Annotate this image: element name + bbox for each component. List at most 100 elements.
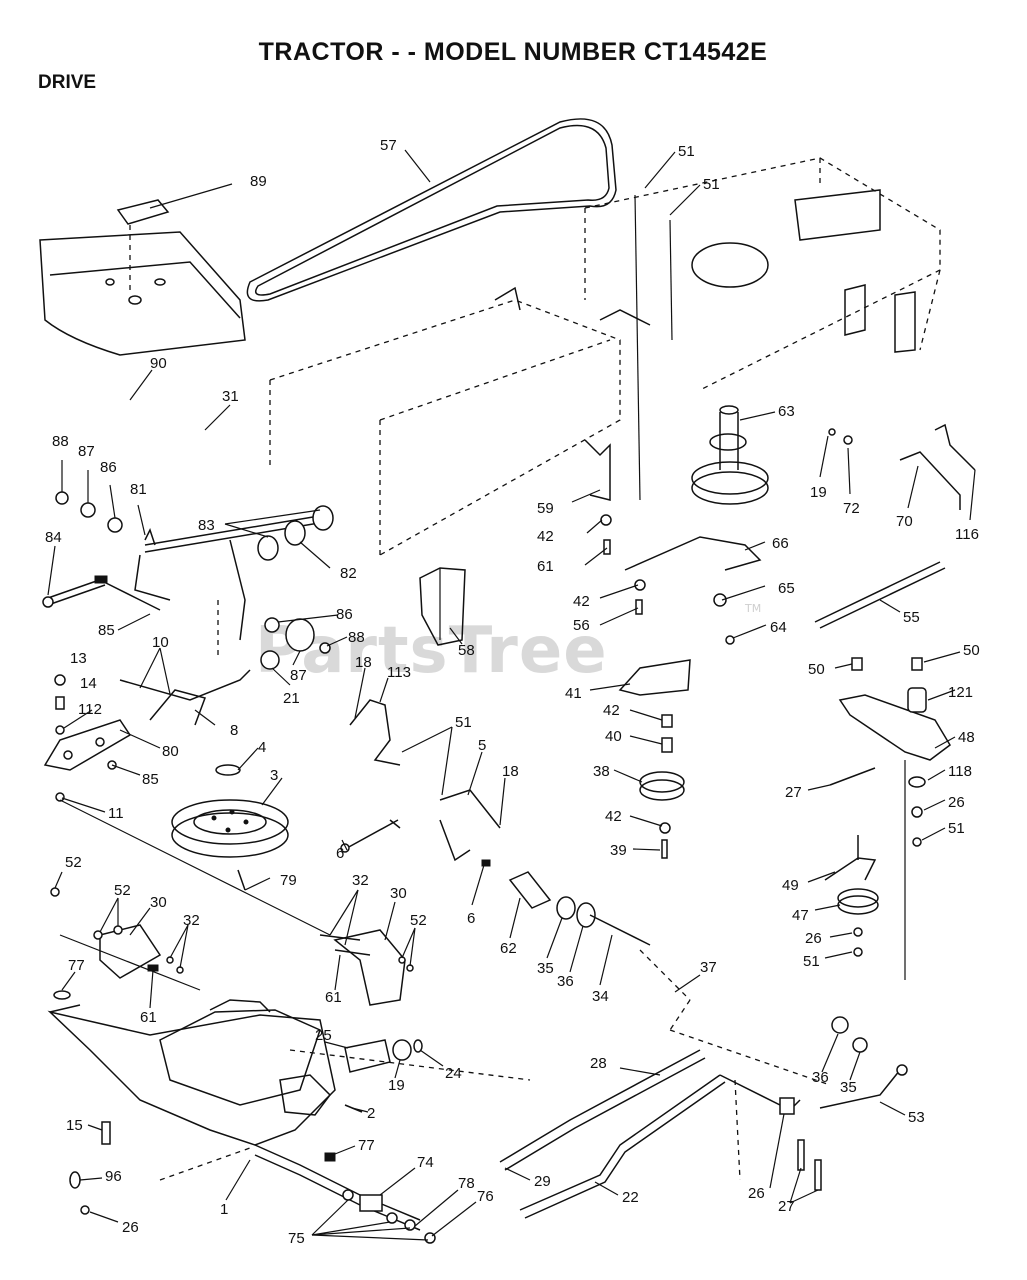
callout-51: 51 (948, 820, 965, 837)
watermark-text: PartsTree (255, 614, 608, 688)
callout-77: 77 (68, 957, 85, 974)
part-idler-arm (584, 439, 612, 555)
callout-83: 83 (198, 517, 215, 534)
callout-35: 35 (537, 960, 554, 977)
leader-lines (47, 149, 976, 1241)
callout-26: 26 (805, 930, 822, 947)
callout-66: 66 (772, 535, 789, 552)
part-idler-bracket (419, 567, 466, 646)
callout-75: 75 (288, 1230, 305, 1247)
part-transmission (47, 999, 531, 1231)
callout-25: 25 (315, 1027, 332, 1044)
callout-82: 82 (340, 565, 357, 582)
callout-42: 42 (603, 702, 620, 719)
callout-113: 113 (387, 664, 411, 681)
callout-96: 96 (105, 1168, 122, 1185)
callout-13: 13 (70, 650, 87, 667)
callout-85: 85 (98, 622, 115, 639)
callout-19: 19 (388, 1077, 405, 1094)
part-rod-assembly (508, 871, 651, 946)
part-right-bracket (829, 657, 951, 980)
callout-18: 18 (355, 654, 372, 671)
part-tension-rod (624, 536, 946, 645)
callout-26: 26 (748, 1185, 765, 1202)
callout-18: 18 (502, 763, 519, 780)
callout-87: 87 (290, 667, 307, 684)
callout-88: 88 (348, 629, 365, 646)
part-idler-47 (824, 835, 879, 957)
callout-50: 50 (808, 661, 825, 678)
part-brake-pivots (340, 699, 501, 867)
callout-87: 87 (78, 443, 95, 460)
callout-27: 27 (785, 784, 802, 801)
callout-61: 61 (537, 558, 554, 575)
callout-85: 85 (142, 771, 159, 788)
callout-39: 39 (610, 842, 627, 859)
callout-116: 116 (955, 526, 979, 543)
part-clutch-stack (618, 659, 691, 859)
callout-121: 121 (948, 684, 973, 701)
part-frame (584, 157, 941, 391)
callout-5: 5 (478, 737, 486, 754)
callout-24: 24 (445, 1065, 462, 1082)
callout-49: 49 (782, 877, 799, 894)
callout-62: 62 (500, 940, 517, 957)
callout-51: 51 (455, 714, 472, 731)
callout-81: 81 (130, 481, 147, 498)
callout-26: 26 (122, 1219, 139, 1236)
part-brake-rods (828, 423, 976, 510)
callout-42: 42 (537, 528, 554, 545)
callout-35: 35 (840, 1079, 857, 1096)
callout-118: 118 (948, 763, 972, 780)
callout-22: 22 (622, 1189, 639, 1206)
callout-53: 53 (908, 1109, 925, 1126)
callout-61: 61 (325, 989, 342, 1006)
part-pulley-63 (691, 405, 769, 505)
callout-42: 42 (573, 593, 590, 610)
part-shift-shaft (42, 491, 334, 670)
callout-8: 8 (230, 722, 238, 739)
callout-63: 63 (778, 403, 795, 420)
callout-52: 52 (114, 882, 131, 899)
callout-30: 30 (390, 885, 407, 902)
page-title: TRACTOR - - MODEL NUMBER CT14542E (259, 38, 768, 66)
callout-55: 55 (903, 609, 920, 626)
callout-61: 61 (140, 1009, 157, 1026)
callout-64: 64 (770, 619, 787, 636)
callout-36: 36 (812, 1069, 829, 1086)
callout-36: 36 (557, 973, 574, 990)
callout-labels: 57 51 51 89 90 31 63 19 72 70 116 88 87 … (45, 137, 980, 1247)
callout-38: 38 (593, 763, 610, 780)
callout-48: 48 (958, 729, 975, 746)
callout-15: 15 (66, 1117, 83, 1134)
parts-illustration (39, 118, 976, 1244)
callout-19: 19 (810, 484, 827, 501)
part-drive-belt (246, 118, 617, 302)
callout-56: 56 (573, 617, 590, 634)
callout-78: 78 (458, 1175, 475, 1192)
callout-4: 4 (258, 739, 266, 756)
callout-58: 58 (458, 642, 475, 659)
callout-74: 74 (417, 1154, 434, 1171)
callout-70: 70 (896, 513, 913, 530)
callout-32: 32 (183, 912, 200, 929)
callout-6: 6 (336, 845, 344, 862)
part-dash-panel (39, 199, 246, 356)
callout-59: 59 (537, 500, 554, 517)
part-side-rails (269, 194, 673, 556)
callout-90: 90 (150, 355, 167, 372)
callout-51: 51 (678, 143, 695, 160)
callout-77: 77 (358, 1137, 375, 1154)
callout-28: 28 (590, 1055, 607, 1072)
callout-31: 31 (222, 388, 239, 405)
callout-2: 2 (367, 1105, 375, 1122)
callout-10: 10 (152, 634, 169, 651)
part-spring-25 (324, 1039, 423, 1162)
callout-11: 11 (108, 805, 124, 822)
callout-80: 80 (162, 743, 179, 760)
callout-76: 76 (477, 1188, 494, 1205)
section-label: DRIVE (38, 72, 96, 93)
callout-37: 37 (700, 959, 717, 976)
part-shift-lever (43, 669, 251, 802)
